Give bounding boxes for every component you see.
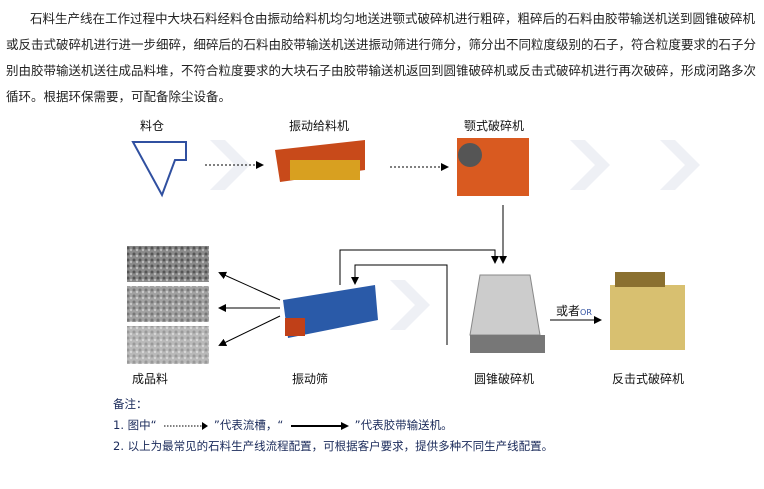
label-cone-crusher: 圆锥破碎机 <box>474 372 535 386</box>
hopper-icon <box>131 141 187 198</box>
cone-crusher-icon <box>469 274 545 353</box>
vibrating-feeder-icon <box>275 140 365 182</box>
note-1: 1. 图中“ ”代表流槽，“ ”代表胶带输送机。 <box>113 415 553 436</box>
intro-paragraph: 石料生产线在工作过程中大块石料经料仓由振动给料机均匀地送进颚式破碎机进行粗碎，粗… <box>6 11 757 104</box>
note-2: 2. 以上为最常见的石料生产线流程配置，可根据客户要求，提供多种不同生产线配置。 <box>113 439 554 453</box>
notes-title: 备注： <box>113 397 148 411</box>
notes: 备注： 1. 图中“ ”代表流槽，“ ”代表胶带输送机。 2. 以上为最常见的石… <box>113 394 553 457</box>
conveyor-legend-arrow <box>290 421 349 430</box>
note-1-c: ”代表胶带输送机。 <box>354 418 453 432</box>
or-cn: 或者 <box>556 304 581 318</box>
note-1-a: 1. 图中“ <box>113 418 157 432</box>
product-pile-coarse <box>127 246 209 282</box>
label-hopper: 料仓 <box>140 119 165 133</box>
or-en: OR <box>580 308 592 317</box>
watermark-chevrons <box>210 140 700 330</box>
label-or: 或者OR <box>556 302 592 319</box>
vibrating-screen-icon <box>283 285 378 338</box>
label-screen: 振动筛 <box>292 372 329 386</box>
product-pile-fine <box>127 326 209 364</box>
label-product: 成品料 <box>132 372 169 386</box>
chute-legend-arrow <box>164 421 209 430</box>
label-impact-crusher: 反击式破碎机 <box>612 372 685 386</box>
impact-crusher-icon <box>610 272 685 350</box>
label-jaw-crusher: 颚式破碎机 <box>464 119 525 133</box>
product-pile-medium <box>127 286 209 322</box>
note-1-b: ”代表流槽，“ <box>213 418 284 432</box>
jaw-crusher-icon <box>457 138 529 196</box>
label-feeder: 振动给料机 <box>289 119 350 133</box>
